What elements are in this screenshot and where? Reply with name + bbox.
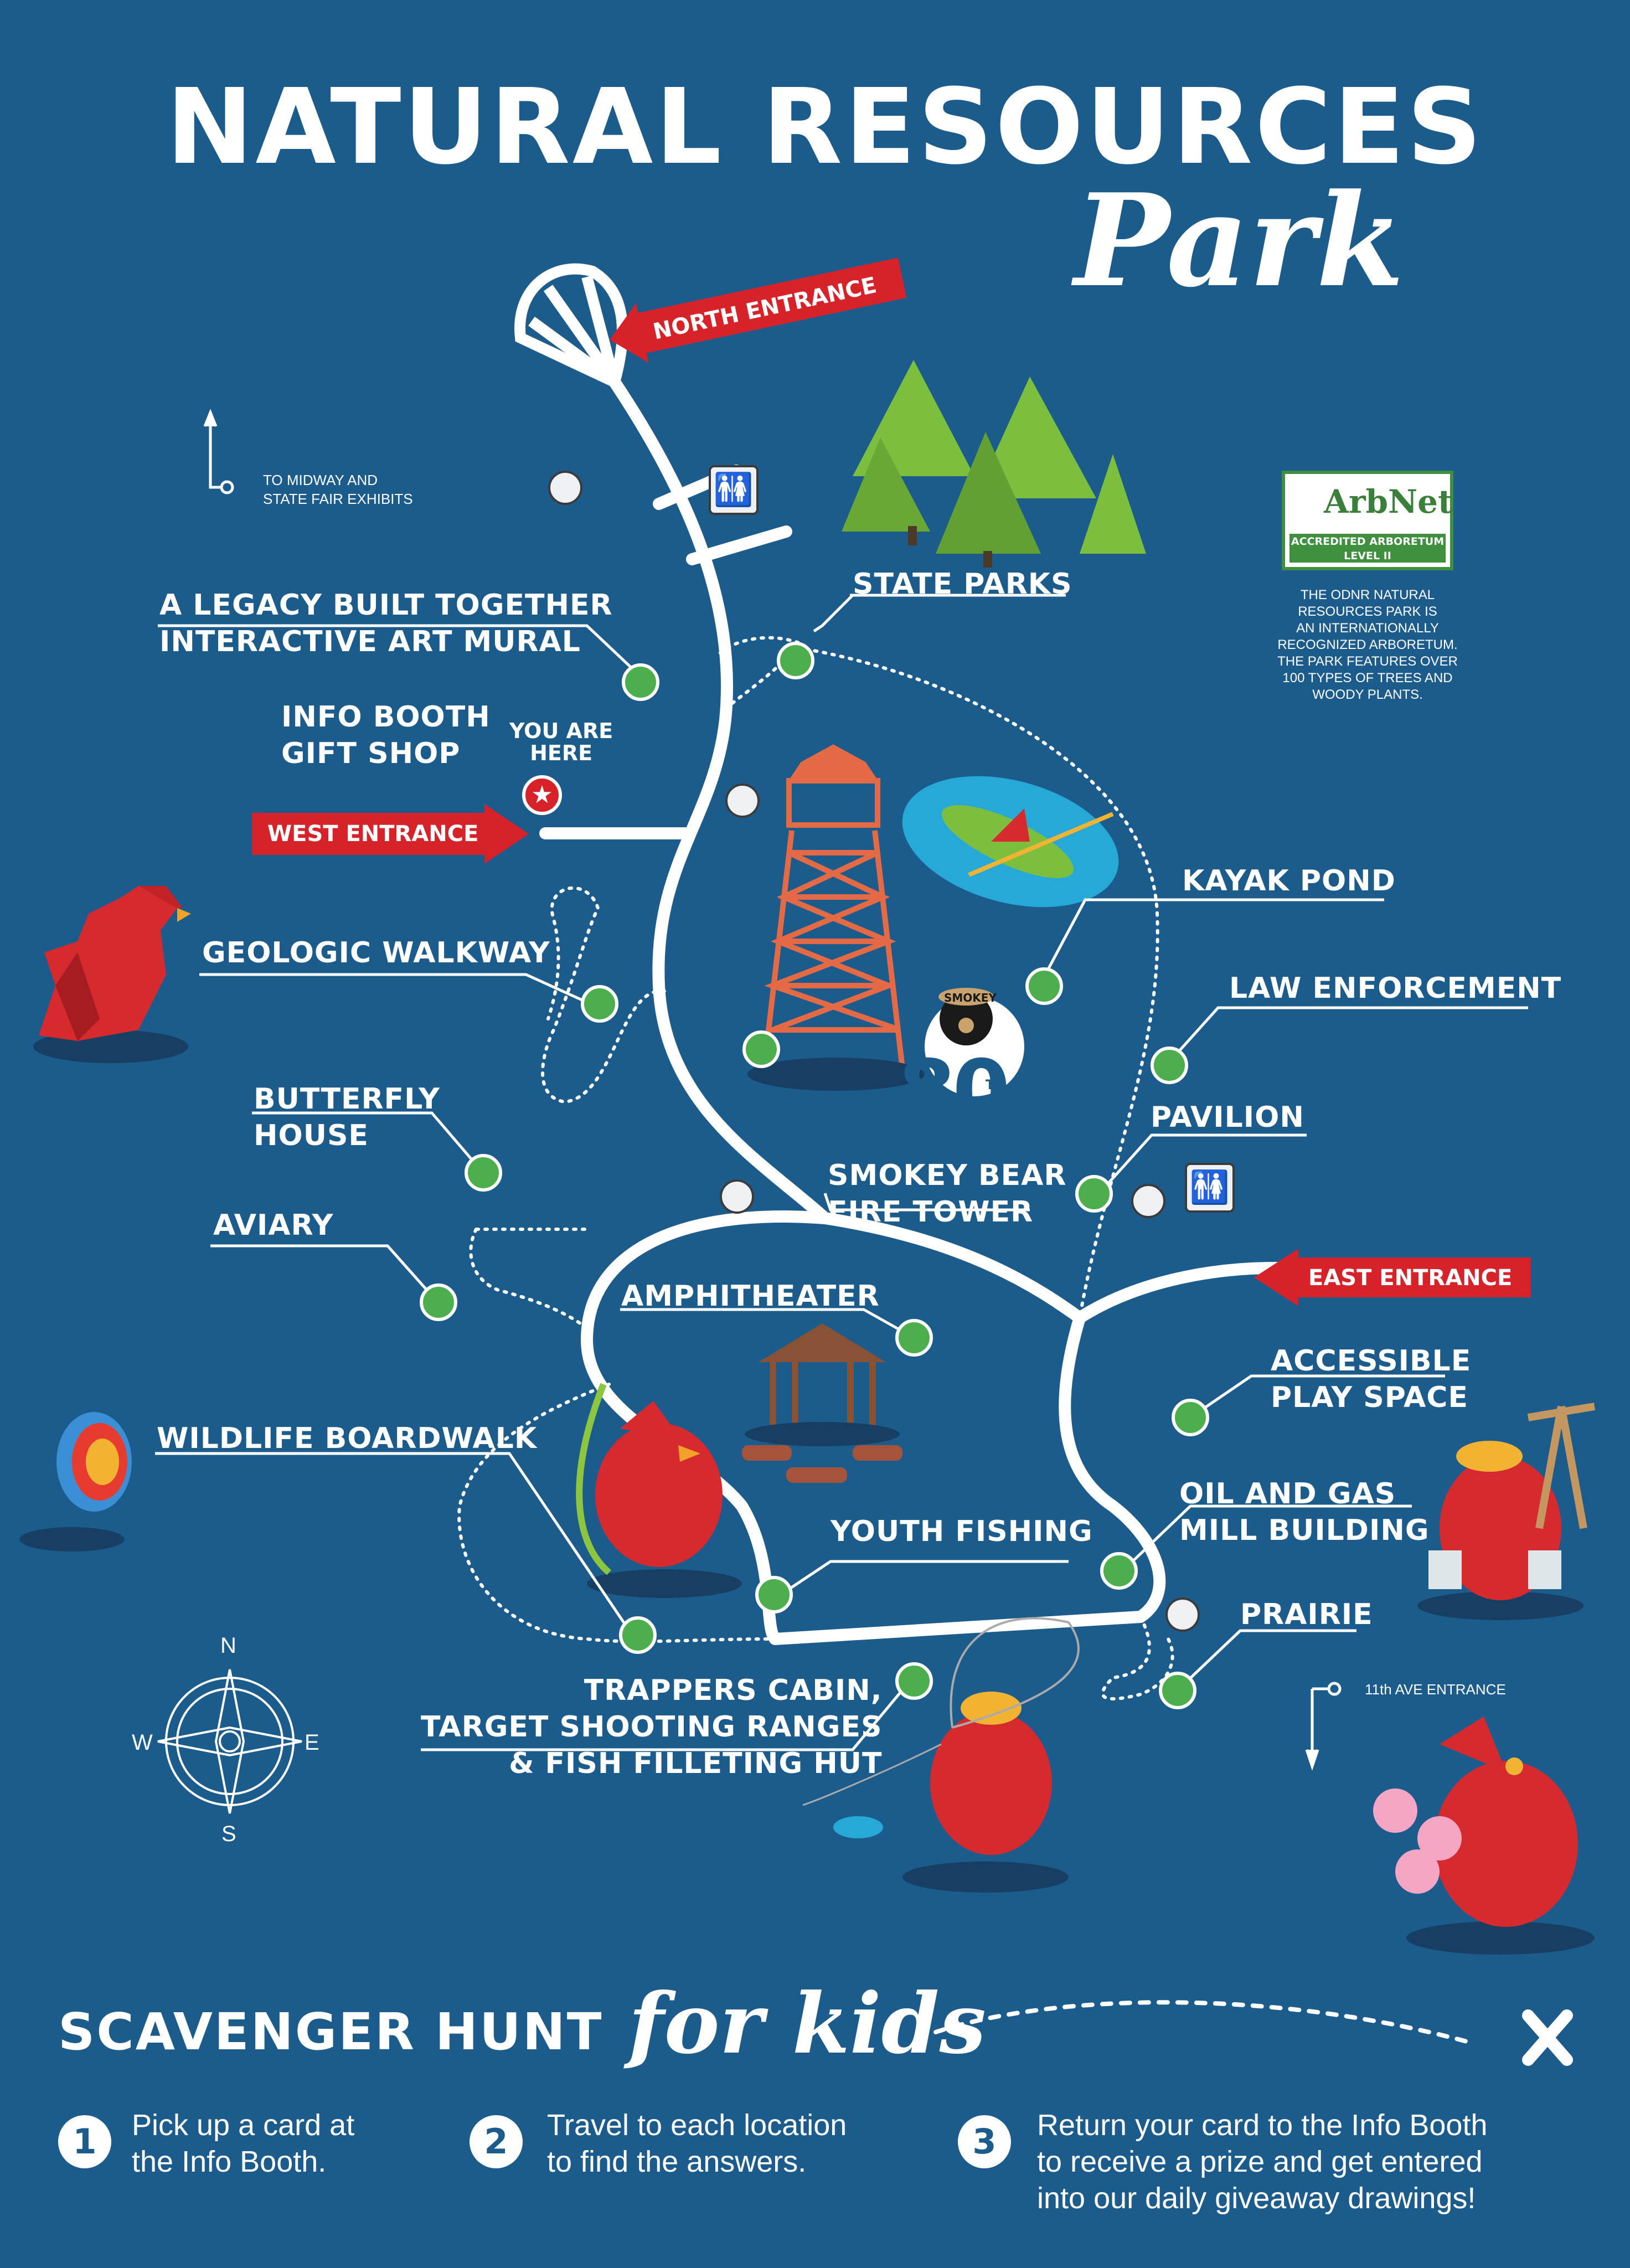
step-2-text: Travel to each location to find the answ… <box>547 2109 847 2178</box>
state-parks-trees-icon <box>842 360 1146 568</box>
location-marker-law[interactable] <box>1151 1047 1188 1084</box>
smokey-hat-badge: SMOKEY <box>944 991 997 1004</box>
label-trappers-cabin: TRAPPERS CABIN, TARGET SHOOTING RANGES &… <box>421 1674 883 1780</box>
label-mural: A LEGACY BUILT TOGETHER INTERACTIVE ART … <box>159 589 613 658</box>
arbnet-logo: ArbNet ACCREDITED ARBORETUM LEVEL II <box>1282 471 1453 570</box>
fisher-cardinal <box>802 1617 1080 1893</box>
arbnet-description: THE ODNR NATURAL RESOURCES PARK IS AN IN… <box>1277 587 1458 702</box>
park-paths <box>539 376 1285 1645</box>
compass-east: E <box>305 1730 319 1755</box>
restroom-icon[interactable]: 🚻 <box>709 465 759 515</box>
location-marker-mural[interactable] <box>622 663 659 701</box>
treasure-x-icon <box>1522 2009 1573 2066</box>
you-are-here-star-icon[interactable]: ★ <box>522 775 562 815</box>
step-3-number: 3 <box>958 2115 1011 2168</box>
location-marker-aviary[interactable] <box>420 1284 457 1321</box>
step-1-text: Pick up a card at the Info Booth. <box>132 2109 355 2178</box>
label-fire-tower: SMOKEY BEAR FIRE TOWER <box>828 1159 1067 1229</box>
tower-shadow <box>747 1058 925 1091</box>
north-entrance-arrow-icon <box>610 257 907 363</box>
archer-cardinal <box>576 1383 742 1598</box>
west-entrance-arrow-icon <box>252 804 529 864</box>
eleventh-ave-entrance: 11th AVE ENTRANCE <box>1365 1681 1506 1698</box>
bullseye-target <box>19 1412 132 1551</box>
east-entrance-label: EAST ENTRANCE <box>1308 1265 1513 1291</box>
label-amphitheater: AMPHITHEATER <box>621 1280 880 1313</box>
scavenger-heading: SCAVENGER HUNT <box>58 2002 603 2061</box>
location-marker-trappers[interactable] <box>895 1662 933 1700</box>
compass-rose-icon <box>157 1669 302 1814</box>
treasure-trail <box>933 2000 1573 2066</box>
compass-south: S <box>221 1822 236 1846</box>
location-marker-pavilion[interactable] <box>1075 1175 1113 1213</box>
label-kayak-pond: KAYAK POND <box>1182 864 1396 898</box>
label-pavilion: PAVILION <box>1151 1101 1304 1134</box>
west-entrance-label: WEST ENTRANCE <box>267 821 479 847</box>
oil-worker-cardinal <box>1417 1403 1596 1620</box>
location-marker-butterfly[interactable] <box>465 1154 502 1192</box>
location-marker-kayak[interactable] <box>1025 967 1063 1005</box>
label-geologic-walkway: GEOLOGIC WALKWAY <box>202 936 550 970</box>
step-1-number: 1 <box>58 2115 111 2168</box>
smokey-birthday: BIRTHDAY <box>922 1127 1015 1146</box>
label-you-are-here: YOU ARE HERE <box>509 719 613 765</box>
arbnet-level: LEVEL II <box>1289 549 1446 563</box>
location-marker-oil-gas[interactable] <box>1100 1552 1138 1590</box>
step-3-text: Return your card to the Info Booth to re… <box>1037 2109 1488 2215</box>
location-marker-fire-tower[interactable] <box>742 1030 780 1068</box>
arbnet-wordmark: ArbNet <box>1324 483 1453 520</box>
smokey-80: 80 <box>898 1043 1010 1139</box>
label-play-space: ACCESSIBLE PLAY SPACE <box>1271 1344 1472 1414</box>
poster-title: NATURAL RESOURCES <box>166 66 1484 188</box>
label-law-enforcement: LAW ENFORCEMENT <box>1229 972 1562 1005</box>
label-info-booth: INFO BOOTH GIFT SHOP <box>281 700 491 770</box>
scavenger-script: for kids <box>628 1975 987 2073</box>
geometric-cardinal <box>33 886 191 1063</box>
label-prairie: PRAIRIE <box>1240 1598 1373 1631</box>
midway-direction: TO MIDWAY AND STATE FAIR EXHIBITS <box>263 472 413 507</box>
location-marker-play-space[interactable] <box>1172 1399 1209 1436</box>
smokey-th: TH <box>986 1077 1006 1092</box>
label-oil-gas: OIL AND GAS MILL BUILDING <box>1179 1477 1430 1547</box>
poster-title-script: Park <box>1074 166 1405 316</box>
location-marker-youth-fishing[interactable] <box>755 1576 793 1614</box>
smokey-bear-80th-badge <box>925 988 1024 1096</box>
directional-arrows <box>203 409 1342 1771</box>
compass-west: W <box>132 1730 153 1755</box>
water-fountain-icon[interactable] <box>1131 1184 1165 1218</box>
east-entrance-banner: EAST ENTRANCE <box>1254 1249 1531 1306</box>
location-marker-geologic[interactable] <box>581 985 618 1023</box>
water-fountain-icon[interactable] <box>725 784 760 818</box>
arbnet-accredited: ACCREDITED ARBORETUM <box>1289 534 1446 549</box>
west-entrance-banner: WEST ENTRANCE <box>252 804 529 864</box>
water-fountain-icon[interactable] <box>548 471 582 505</box>
flower-cardinal <box>1373 1717 1595 1955</box>
location-marker-boardwalk[interactable] <box>619 1616 657 1654</box>
location-marker-prairie[interactable] <box>1159 1672 1196 1709</box>
fire-tower-illustration <box>761 744 905 1069</box>
label-youth-fishing: YOUTH FISHING <box>831 1515 1093 1548</box>
north-entrance-banner: NORTH ENTRANCE <box>603 246 920 370</box>
restroom-icon[interactable]: 🚻 <box>1185 1163 1235 1213</box>
label-butterfly-house: BUTTERFLY HOUSE <box>254 1083 440 1152</box>
compass-north: N <box>220 1633 236 1658</box>
kayak-pond-illustration <box>902 776 1119 908</box>
location-marker-amphitheater[interactable] <box>895 1319 933 1357</box>
location-marker-state-parks[interactable] <box>777 642 814 679</box>
label-aviary: AVIARY <box>213 1209 334 1242</box>
east-entrance-arrow-icon <box>1254 1249 1531 1306</box>
label-wildlife-boardwalk: WILDLIFE BOARDWALK <box>157 1422 538 1455</box>
water-fountain-icon[interactable] <box>720 1179 754 1214</box>
label-state-parks: STATE PARKS <box>853 568 1072 601</box>
amphitheater-illustration <box>742 1323 902 1483</box>
step-2-number: 2 <box>470 2115 523 2168</box>
water-fountain-icon[interactable] <box>1165 1597 1200 1632</box>
cardinal-illustrations <box>19 886 1596 1955</box>
